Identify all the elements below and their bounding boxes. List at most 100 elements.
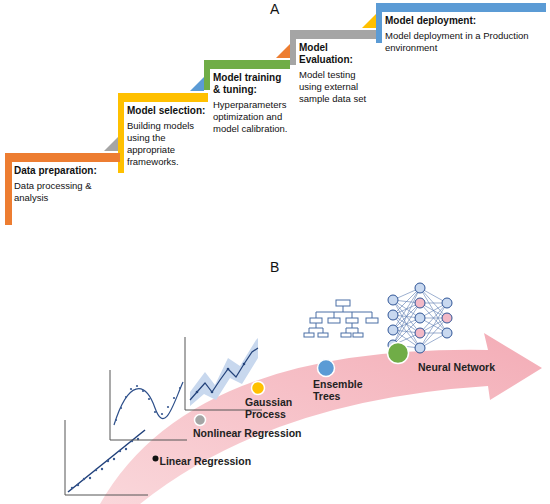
sample-points xyxy=(196,363,246,394)
scatter-point xyxy=(113,458,115,460)
marker-shape xyxy=(317,359,335,377)
marker-shape xyxy=(152,455,159,462)
mean-curve xyxy=(190,348,258,400)
neuron xyxy=(442,328,452,338)
scatter-points xyxy=(71,438,139,489)
model-label: Linear Regression xyxy=(160,455,252,467)
scatter-point xyxy=(83,478,85,480)
scatter-point xyxy=(71,487,73,489)
sample-point xyxy=(196,391,199,394)
step-description: Model deployment in a Production environ… xyxy=(385,30,544,54)
marker-circle xyxy=(388,343,409,364)
scatter-point xyxy=(167,406,169,408)
sample-point xyxy=(243,363,246,366)
tree-node xyxy=(366,318,378,323)
pipeline-step: Model Evaluation: Model testing using ext… xyxy=(290,30,376,105)
corner-triangle xyxy=(104,137,118,151)
scatter-point xyxy=(136,385,138,387)
scatter-point xyxy=(125,448,127,450)
scatter-point xyxy=(142,390,144,392)
model-label: Gaussian Process xyxy=(245,396,295,420)
neuron xyxy=(415,328,425,338)
step-description: Model testing using external sample data… xyxy=(299,69,374,105)
pipeline-step: Model training & tuning: Hyperparameters … xyxy=(204,60,290,135)
fit-curve xyxy=(114,382,183,425)
neuron xyxy=(442,313,452,323)
tree-node xyxy=(336,300,350,306)
panel-label: A xyxy=(270,1,279,17)
step-heading: Model deployment: xyxy=(385,15,544,27)
tree-node xyxy=(304,333,314,337)
model-label: Ensemble Trees xyxy=(313,378,365,402)
tree-node xyxy=(328,318,340,323)
model-marker: Linear Regression xyxy=(152,455,159,462)
marker-shape xyxy=(387,342,409,364)
step-description: Data processing & analysis xyxy=(14,180,118,204)
tree-node xyxy=(318,333,328,337)
scatter-point xyxy=(89,477,91,479)
scatter-point xyxy=(173,397,175,399)
scatter-point xyxy=(119,450,121,452)
pipeline-step: Model selection: Building models using th… xyxy=(118,93,208,168)
marker-circle xyxy=(195,415,206,426)
plot-axes xyxy=(110,370,187,440)
corner-triangle xyxy=(276,44,290,58)
progress-arrow xyxy=(100,333,542,504)
step-heading: Data preparation: xyxy=(14,165,118,177)
sample-point xyxy=(227,368,230,371)
marker-shape xyxy=(251,381,265,395)
scatter-point xyxy=(95,469,97,471)
neuron xyxy=(415,298,425,308)
sample-point xyxy=(211,391,214,394)
marker-shape xyxy=(194,414,206,426)
scatter-point xyxy=(107,460,109,462)
corner-triangle xyxy=(362,14,376,28)
tree-branches xyxy=(316,306,372,318)
marker-circle xyxy=(152,455,158,461)
step-description: Hyperparameters optimization and model c… xyxy=(213,99,288,135)
neuron xyxy=(388,310,398,320)
neuron xyxy=(415,343,425,353)
marker-circle xyxy=(318,360,335,377)
scatter-point xyxy=(115,419,117,421)
scatter-points xyxy=(115,385,181,421)
neuron xyxy=(388,325,398,335)
tree-icon xyxy=(304,300,378,337)
model-marker: Nonlinear Regression xyxy=(194,414,206,426)
neuron xyxy=(388,295,398,305)
scatter-point xyxy=(130,388,132,390)
scatter-point xyxy=(161,413,163,415)
network-links xyxy=(393,288,447,348)
corner-triangle xyxy=(190,77,204,91)
step-bar xyxy=(5,153,12,225)
tree-branches xyxy=(309,323,358,333)
panel-label: B xyxy=(270,259,279,275)
pipeline-step: Data preparation: Data processing & analy… xyxy=(5,153,120,204)
neuron xyxy=(415,313,425,323)
model-marker: Neural Network xyxy=(387,342,409,364)
tree-node xyxy=(346,318,358,323)
model-marker: Gaussian Process xyxy=(251,381,265,395)
model-label: Neural Network xyxy=(418,361,495,373)
tree-node xyxy=(310,318,322,323)
scatter-point xyxy=(77,484,79,486)
fit-line xyxy=(68,430,145,492)
marker-circle xyxy=(252,382,265,395)
step-description: Building models using the appropriate fr… xyxy=(127,120,206,168)
step-heading: Model selection: xyxy=(127,105,206,117)
step-heading: Model Evaluation: xyxy=(299,42,374,66)
neuron xyxy=(442,298,452,308)
model-marker: Ensemble Trees xyxy=(317,359,335,377)
scatter-point xyxy=(148,398,150,400)
tree-node xyxy=(341,333,351,337)
scatter-point xyxy=(125,396,127,398)
scatter-point xyxy=(101,468,103,470)
scatter-point xyxy=(120,407,122,409)
pipeline-step: Model deployment: Model deployment in a P… xyxy=(376,3,546,54)
step-heading: Model training & tuning: xyxy=(213,72,288,96)
neuron xyxy=(415,283,425,293)
scatter-point xyxy=(154,411,156,413)
confidence-band xyxy=(190,338,258,406)
plot-axes xyxy=(65,420,148,495)
tree-node xyxy=(353,333,363,337)
